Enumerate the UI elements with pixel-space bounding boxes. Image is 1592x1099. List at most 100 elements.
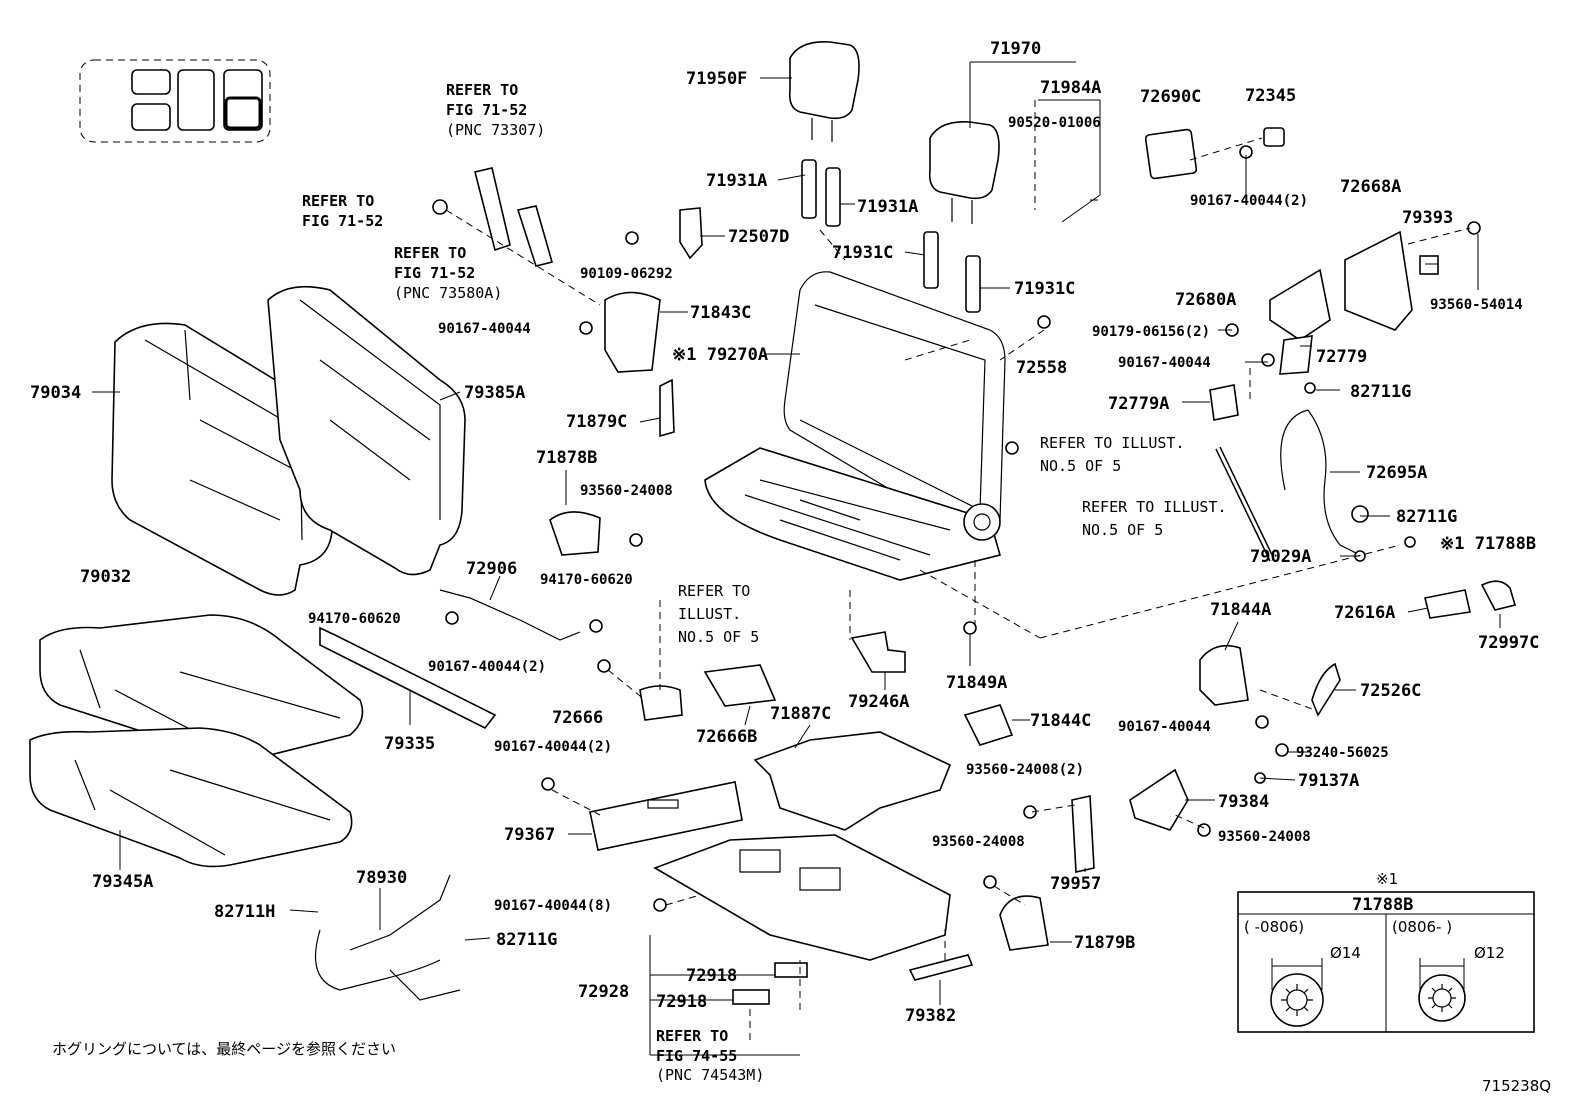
headrest-71950F xyxy=(788,41,860,142)
callout-72666: 72666 xyxy=(552,708,603,728)
callout-79393: 79393 xyxy=(1402,208,1453,228)
headrest-71970 xyxy=(928,121,1000,224)
callout-82711G-2: 82711G xyxy=(1396,507,1457,527)
cover-71878B xyxy=(549,511,601,556)
legend-hog-ring-14 xyxy=(1270,958,1324,1027)
note-illust-a-2: NO.5 OF 5 xyxy=(1040,457,1121,475)
callout-82711H: 82711H xyxy=(214,902,275,922)
callout-71843C: 71843C xyxy=(690,303,751,323)
callout-78930: 78930 xyxy=(356,868,407,888)
callout-72695A: 72695A xyxy=(1366,463,1427,483)
callout-71931A-1: 71931A xyxy=(706,171,767,191)
clip-72345 xyxy=(1263,127,1285,147)
callout-72690C: 72690C xyxy=(1140,87,1201,107)
reference-notes: REFER TO FIG 71-52 (PNC 73307) REFER TO … xyxy=(52,81,1551,1095)
figure-code: 715238Q xyxy=(1482,1077,1551,1095)
callout-90520-01006: 90520-01006 xyxy=(1008,115,1101,131)
legend-col1-range: ( -0806) xyxy=(1244,918,1304,936)
callout-72345: 72345 xyxy=(1245,86,1296,106)
cover-71879B xyxy=(999,895,1049,951)
seat-back-pad-79385A xyxy=(267,285,466,576)
note-refer-bottom-2: FIG 74-55 xyxy=(656,1047,737,1065)
callout-79032: 79032 xyxy=(80,567,131,587)
callout-71844A: 71844A xyxy=(1210,600,1271,620)
callout-94170-60620-a: 94170-60620 xyxy=(540,572,633,588)
callout-82711G-3: 82711G xyxy=(496,930,557,950)
dashed-reference-lines xyxy=(445,137,1471,1040)
note-illust-c-2: ILLUST. xyxy=(678,605,741,623)
cover-72690C xyxy=(1144,128,1198,180)
lever-72526C xyxy=(1311,662,1341,717)
cover-79367 xyxy=(589,781,743,851)
pad-72918 xyxy=(732,962,808,1005)
note-refer-top-1: REFER TO xyxy=(446,81,518,99)
callout-71931C-1: 71931C xyxy=(832,243,893,263)
stopper-71849A xyxy=(963,621,977,635)
note-refer-left-2: FIG 71-52 xyxy=(302,212,383,230)
callout-72616A: 72616A xyxy=(1334,603,1395,623)
note-refer-bottom-1: REFER TO xyxy=(656,1027,728,1045)
callout-93560-24008-c: 93560-24008 xyxy=(932,834,1025,850)
legend-col1-dia: Ø14 xyxy=(1330,944,1361,962)
seat-cushion-pad-79345A xyxy=(29,727,353,868)
callout-72507D: 72507D xyxy=(728,227,789,247)
callout-79384: 79384 xyxy=(1218,792,1269,812)
legend-box: ※1 71788B ( -0806) (0806- ) Ø14 Ø12 xyxy=(1237,870,1535,1033)
seat-belt-buckle xyxy=(432,167,553,267)
note-illust-c-1: REFER TO xyxy=(678,582,750,600)
note-illust-b-2: NO.5 OF 5 xyxy=(1082,521,1163,539)
note-refer-mid-3: (PNC 73580A) xyxy=(394,284,502,302)
cover-72666 xyxy=(639,685,683,721)
note-refer-top-3: (PNC 73307) xyxy=(446,121,545,139)
callout-93240-56025: 93240-56025 xyxy=(1296,745,1389,761)
callout-72906: 72906 xyxy=(466,559,517,579)
callout-93560-24008-b: 93560-24008 xyxy=(1218,829,1311,845)
leader-lines xyxy=(92,61,1501,1056)
cover-79957 xyxy=(1071,795,1095,873)
legend-hog-ring-12 xyxy=(1418,958,1466,1022)
note-refer-left-1: REFER TO xyxy=(302,192,374,210)
callout-72918-2: 72918 xyxy=(656,992,707,1012)
callout-93560-54014: 93560-54014 xyxy=(1430,297,1523,313)
stopper-79393 xyxy=(1419,255,1439,275)
callout-79029A: 79029A xyxy=(1250,547,1311,567)
callout-71844C: 71844C xyxy=(1030,711,1091,731)
callout-71849A: 71849A xyxy=(946,673,1007,693)
legend-col2-dia: Ø12 xyxy=(1474,944,1505,962)
callout-72680A: 72680A xyxy=(1175,290,1236,310)
callout-71879B: 71879B xyxy=(1074,933,1135,953)
callout-71931C-2: 71931C xyxy=(1014,279,1075,299)
tray-72928 xyxy=(653,834,951,961)
handle-72779 xyxy=(1279,335,1313,375)
callout-71878B: 71878B xyxy=(536,448,597,468)
legend-part: 71788B xyxy=(1352,895,1413,915)
callout-72997C: 72997C xyxy=(1478,633,1539,653)
legend-mark: ※1 xyxy=(1376,870,1398,888)
note-refer-top-2: FIG 71-52 xyxy=(446,101,527,119)
note-refer-mid-1: REFER TO xyxy=(394,244,466,262)
cover-79382 xyxy=(908,954,974,981)
callout-71879C: 71879C xyxy=(566,412,627,432)
note-illust-a-1: REFER TO ILLUST. xyxy=(1040,434,1185,452)
callout-71984A: 71984A xyxy=(1040,78,1101,98)
callout-93560-24008-2: 93560-24008(2) xyxy=(966,762,1084,778)
callout-90167-40044-c: 90167-40044 xyxy=(1118,719,1211,735)
callout-90167-40044-2c: 90167-40044(2) xyxy=(494,739,612,755)
callout-labels: 71950F 71970 71984A 90520-01006 72690C 7… xyxy=(30,39,1539,1026)
cover-72779A xyxy=(1209,384,1239,421)
seat-frame-79270A xyxy=(704,271,1006,581)
callout-71788B-mark: ※1 71788B xyxy=(1440,534,1536,554)
plate-71887C xyxy=(753,731,952,831)
fasteners xyxy=(445,145,1481,912)
cover-72668A xyxy=(1344,230,1413,331)
bracket-79384 xyxy=(1129,768,1189,831)
callout-79345A: 79345A xyxy=(92,872,153,892)
callout-93560-24008-a: 93560-24008 xyxy=(580,483,673,499)
callout-79270A: ※1 79270A xyxy=(672,345,768,365)
bracket-72616A xyxy=(1424,589,1471,619)
callout-90109-06292: 90109-06292 xyxy=(580,266,673,282)
callout-79382: 79382 xyxy=(905,1006,956,1026)
callout-79385A: 79385A xyxy=(464,383,525,403)
gas-spring-79029A xyxy=(1215,446,1275,562)
